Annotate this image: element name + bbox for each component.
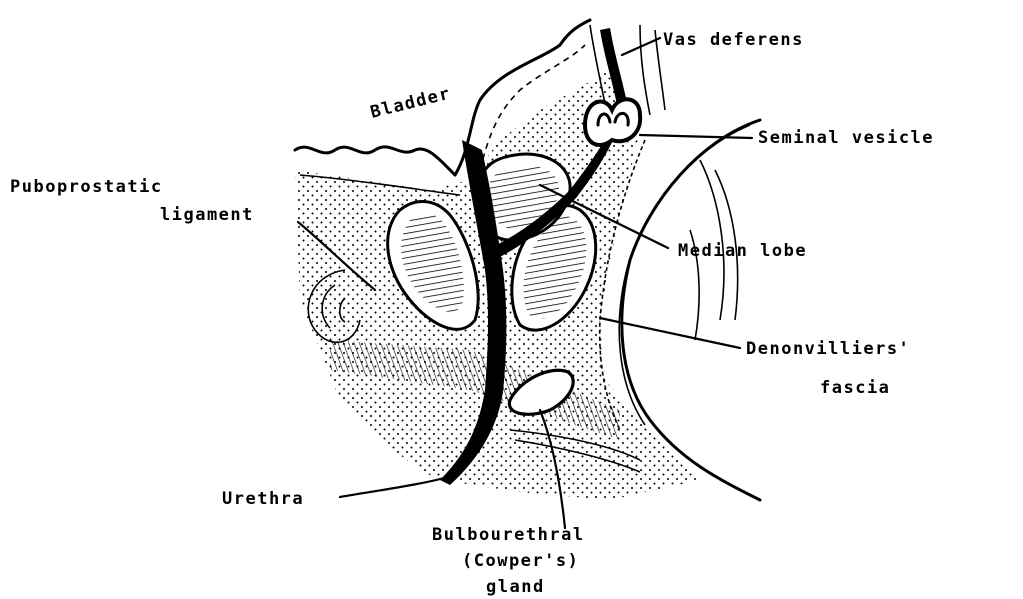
rectum-wall-inner [619,125,750,425]
seminal-vesicle-leader [640,135,752,138]
seminal-vesicle [585,99,640,145]
bulbourethral-label-line2: (Cowper's) [462,551,579,571]
bladder-wall [295,147,455,175]
bulbourethral-label-line3: gland [486,577,545,597]
bladder-label: Bladder [368,84,453,123]
puboprostatic-label-line1: Puboprostatic [10,177,163,197]
median-lobe-label: Median lobe [678,241,807,261]
vas-deferens-label: Vas deferens [663,30,804,50]
urethra-label: Urethra [222,489,304,509]
puboprostatic-label-line2: ligament [160,205,254,225]
denonvilliers-label-line1: Denonvilliers' [746,339,910,359]
bulbourethral-label-line1: Bulbourethral [432,525,585,545]
seminal-vesicle-label: Seminal vesicle [758,128,934,148]
denonvilliers-label-line2: fascia [820,378,890,398]
urethra-leader [340,476,452,497]
